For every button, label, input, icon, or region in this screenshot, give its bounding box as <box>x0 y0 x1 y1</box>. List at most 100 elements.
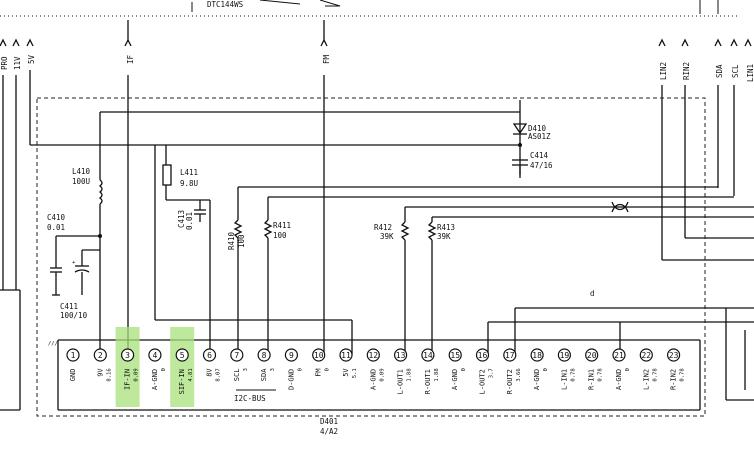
pin-name: A-GND <box>451 369 459 390</box>
pin-number: 12 <box>368 351 378 360</box>
pin-name: A-GND <box>151 369 159 390</box>
capacitor-c411: + C411 100/10 <box>60 249 100 320</box>
connector-5v: 5V <box>26 38 36 145</box>
connector-scl: SCL <box>730 38 740 196</box>
svg-text:L411: L411 <box>180 168 198 177</box>
svg-text:9.8U: 9.8U <box>180 179 198 188</box>
svg-text:100: 100 <box>273 231 287 240</box>
pin-name: L-IN2 <box>642 369 650 390</box>
svg-text:0.01: 0.01 <box>47 223 65 232</box>
pin-voltage: 8.07 <box>216 368 222 381</box>
capacitor-c413: C413 0.01 <box>177 200 206 230</box>
i2c-bus-label: I2C-BUS <box>234 394 266 403</box>
connector-sda: SDA <box>714 38 724 186</box>
pin-name: SIF-IN <box>178 369 186 394</box>
pin-number: 2 <box>98 351 103 360</box>
svg-text:47/16: 47/16 <box>530 161 553 170</box>
svg-text:D410: D410 <box>528 124 547 133</box>
svg-text:R412: R412 <box>374 223 392 232</box>
pin-name: A-GND <box>369 369 377 390</box>
pin-voltage: 3.7 <box>489 368 495 378</box>
pin-voltage: 0.78 <box>598 368 604 381</box>
pin-number: 7 <box>234 351 239 360</box>
connector-pro: PRO <box>0 38 9 290</box>
resistor-r410: R410 100 <box>227 187 246 355</box>
pin-voltage: 8.16 <box>106 368 112 381</box>
pin-name: 8V <box>206 368 214 377</box>
pin-number: 18 <box>532 351 542 360</box>
pin-name: R-OUT1 <box>424 369 432 394</box>
capacitor-c410: C410 0.01 <box>47 213 100 296</box>
svg-text:AS01Z: AS01Z <box>528 132 551 141</box>
pin-name: L-OUT2 <box>479 369 487 394</box>
svg-text:+: + <box>72 260 76 266</box>
pin-number: 9 <box>289 351 294 360</box>
svg-text:SDA: SDA <box>715 64 724 78</box>
pin-number: 15 <box>450 351 460 360</box>
pin-voltage: 0 <box>297 368 303 371</box>
resistor-r412: R412 39K <box>374 207 410 355</box>
pin-name: IF-IN <box>124 369 132 390</box>
note-mark: d <box>590 289 595 298</box>
pin-number: 16 <box>478 351 488 360</box>
svg-text:100U: 100U <box>72 177 90 186</box>
top-connectors: PRO 11V 5V IF FM LIN2 <box>0 20 754 355</box>
svg-text:PRO: PRO <box>0 56 9 70</box>
ic-ref: D401 <box>320 417 338 426</box>
pin-number: 6 <box>207 351 212 360</box>
pin-voltage: 3.66 <box>516 368 522 381</box>
pin-voltage: 0.78 <box>570 368 576 381</box>
svg-text:100: 100 <box>237 234 246 248</box>
inductor-l411: L411 9.8U <box>162 145 211 355</box>
svg-text:FM: FM <box>322 54 331 64</box>
connector-rin2: RIN2 <box>681 38 754 239</box>
pin-name: D-GND <box>287 369 295 390</box>
pin-number: 19 <box>560 351 570 360</box>
pin-number: 4 <box>152 351 157 360</box>
svg-text:C413: C413 <box>177 210 186 228</box>
pin-number: 11 <box>341 351 351 360</box>
ic-sub: 4/A2 <box>320 427 338 436</box>
svg-text:SCL: SCL <box>731 64 740 78</box>
pin-voltage: 0 <box>461 368 467 371</box>
svg-text:L410: L410 <box>72 167 91 176</box>
pin-name: L-IN1 <box>560 369 568 390</box>
pin-voltage: 0.78 <box>680 368 686 381</box>
svg-text:IF: IF <box>126 54 135 64</box>
pin-name: R-IN2 <box>670 369 678 390</box>
pin-number: 20 <box>587 351 597 360</box>
pin-name: R-IN1 <box>588 369 596 390</box>
pin-number: 13 <box>396 351 406 360</box>
pin-voltage: 0.78 <box>652 368 658 381</box>
svg-text:11V: 11V <box>13 56 22 70</box>
pin-name: R-OUT2 <box>506 369 514 394</box>
top-part-label: DTC144WS <box>207 0 244 9</box>
pin-number: 8 <box>262 351 267 360</box>
capacitor-c414: C414 47/16 <box>512 151 553 178</box>
svg-text:5V: 5V <box>27 54 36 64</box>
pin-voltage: 0 <box>543 368 549 371</box>
pin-name: 5V <box>342 368 350 377</box>
svg-text:LIN1: LIN1 <box>746 64 754 82</box>
pin-voltage: 0.09 <box>134 368 140 381</box>
svg-text:0.01: 0.01 <box>185 212 194 230</box>
